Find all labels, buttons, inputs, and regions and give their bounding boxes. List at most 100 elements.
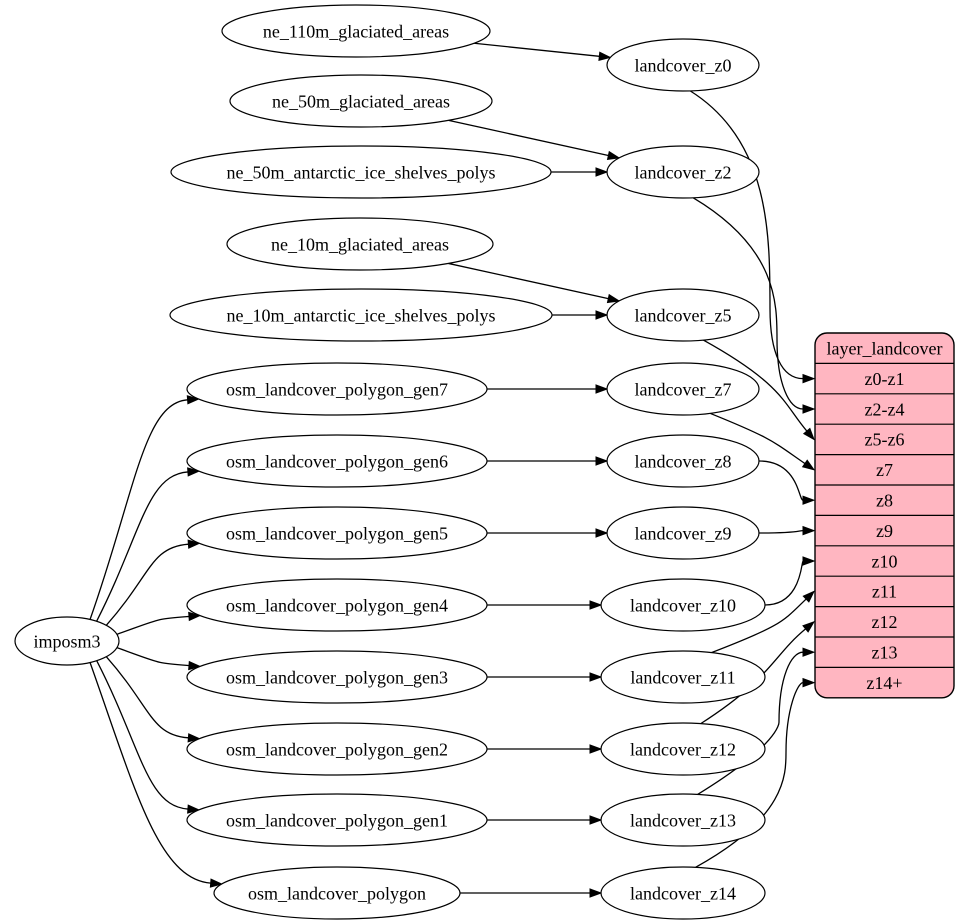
edge-osm_landcover_polygon-to-landcover_z14 [460, 888, 603, 898]
node-ne_10m_antarctic_ice_shelves_polys: ne_10m_antarctic_ice_shelves_polys [169, 288, 553, 342]
arrowhead [802, 373, 816, 384]
arrowhead [802, 556, 816, 566]
node-ellipse [186, 506, 488, 560]
table-layer-landcover: layer_landcoverz0-z1z2-z4z5-z6z7z8z9z10z… [814, 332, 955, 699]
table-row-label: z14+ [866, 673, 902, 693]
arrowhead [595, 528, 609, 538]
edge-osm_landcover_polygon_gen4-to-landcover_z10 [487, 600, 603, 610]
edge-path [474, 42, 600, 57]
nodes: imposm3ne_110m_glaciated_areasne_50m_gla… [14, 4, 766, 920]
arrowhead [801, 459, 816, 471]
edge-path [758, 460, 804, 501]
table-row-z13: z13 [815, 636, 954, 663]
table-row-z0-z1: z0-z1 [815, 362, 954, 389]
table-row-z2-z4: z2-z4 [815, 393, 954, 419]
node-ellipse [221, 4, 491, 58]
node-ellipse [600, 722, 766, 776]
node-osm_landcover_polygon_gen5: osm_landcover_polygon_gen5 [186, 506, 488, 560]
arrowhead [598, 51, 612, 61]
edges [89, 42, 816, 898]
edge-landcover_z2-to-layer_landcover-z2-z4 [692, 197, 816, 414]
node-landcover_z14: landcover_z14 [600, 866, 766, 920]
table-row-label: z12 [872, 612, 898, 632]
arrowhead [802, 495, 816, 505]
node-osm_landcover_polygon_gen1: osm_landcover_polygon_gen1 [186, 793, 488, 847]
node-label: osm_landcover_polygon_gen4 [226, 595, 448, 615]
arrowhead [186, 395, 201, 405]
table-row-label: z0-z1 [865, 369, 905, 389]
arrowhead [802, 404, 816, 414]
table-row-z14+: z14+ [815, 666, 954, 693]
arrowhead [589, 744, 603, 754]
arrowhead [606, 293, 621, 304]
edge-landcover_z8-to-layer_landcover-z8 [758, 460, 816, 505]
node-landcover_z11: landcover_z11 [600, 650, 766, 704]
node-label: ne_10m_antarctic_ice_shelves_polys [227, 305, 496, 325]
arrowhead [595, 310, 609, 320]
arrowhead [802, 427, 815, 441]
node-ellipse [606, 362, 760, 416]
table-row-label: z9 [876, 521, 893, 541]
node-osm_landcover_polygon_gen6: osm_landcover_polygon_gen6 [186, 434, 488, 488]
node-ellipse [600, 650, 766, 704]
arrowhead [589, 888, 603, 898]
edge-path [758, 529, 804, 534]
edge-path [692, 197, 804, 410]
arrowhead [188, 611, 202, 622]
node-ellipse [600, 793, 766, 847]
edge-ne_50m_glaciated_areas-to-landcover_z2 [448, 119, 621, 161]
edge-path [89, 399, 188, 620]
edge-imposm3-to-osm_landcover_polygon [89, 662, 224, 888]
node-label: landcover_z5 [635, 305, 732, 325]
edge-landcover_z7-to-layer_landcover-z7 [709, 412, 816, 471]
arrowhead [188, 660, 202, 671]
node-ellipse [213, 866, 461, 920]
node-label: osm_landcover_polygon_gen7 [226, 379, 448, 399]
node-ellipse [186, 578, 488, 632]
node-label: ne_10m_glaciated_areas [271, 234, 449, 254]
node-osm_landcover_polygon_gen4: osm_landcover_polygon_gen4 [186, 578, 488, 632]
node-ellipse [606, 288, 760, 342]
node-label: osm_landcover_polygon_gen3 [226, 667, 448, 687]
node-ellipse [229, 74, 493, 128]
node-ellipse [606, 434, 760, 488]
node-label: osm_landcover_polygon_gen5 [226, 523, 448, 543]
edge-landcover_z12-to-layer_landcover-z12 [700, 620, 816, 725]
edge-imposm3-to-osm_landcover_polygon_gen1 [96, 660, 201, 814]
node-landcover_z9: landcover_z9 [606, 506, 760, 560]
node-ne_50m_glaciated_areas: ne_50m_glaciated_areas [229, 74, 493, 128]
table-row-label: z11 [872, 582, 897, 602]
node-label: landcover_z0 [635, 55, 732, 75]
node-landcover_z5: landcover_z5 [606, 288, 760, 342]
node-ellipse [170, 145, 552, 199]
arrowhead [589, 672, 603, 682]
edge-path [448, 262, 609, 300]
arrowhead [595, 167, 609, 177]
node-label: osm_landcover_polygon_gen1 [226, 810, 448, 830]
table-row-z11: z11 [815, 575, 954, 602]
node-label: landcover_z7 [635, 379, 732, 399]
node-ellipse [14, 616, 120, 666]
edge-ne_50m_antarctic_ice_shelves_polys-to-landcover_z2 [551, 167, 609, 177]
node-imposm3: imposm3 [14, 616, 120, 666]
edge-path [89, 662, 211, 884]
edge-landcover_z5-to-layer_landcover-z5-z6 [703, 339, 815, 441]
table-row-label: z2-z4 [865, 399, 905, 419]
node-ellipse [186, 362, 488, 416]
node-label: ne_50m_glaciated_areas [272, 91, 450, 111]
table-row-label: z10 [872, 551, 898, 571]
node-landcover_z10: landcover_z10 [600, 578, 766, 632]
node-ellipse [186, 434, 488, 488]
node-ellipse [600, 866, 766, 920]
table-row-label: z7 [876, 460, 893, 480]
edge-path [116, 647, 190, 667]
arrowhead [802, 677, 816, 688]
edge-landcover_z10-to-layer_landcover-z10 [764, 556, 816, 606]
node-landcover_z8: landcover_z8 [606, 434, 760, 488]
table-row-label: z13 [872, 643, 898, 663]
node-ellipse [606, 38, 760, 92]
edge-path [709, 412, 806, 465]
arrowhead [209, 878, 224, 888]
edge-osm_landcover_polygon_gen7-to-landcover_z7 [487, 384, 609, 394]
